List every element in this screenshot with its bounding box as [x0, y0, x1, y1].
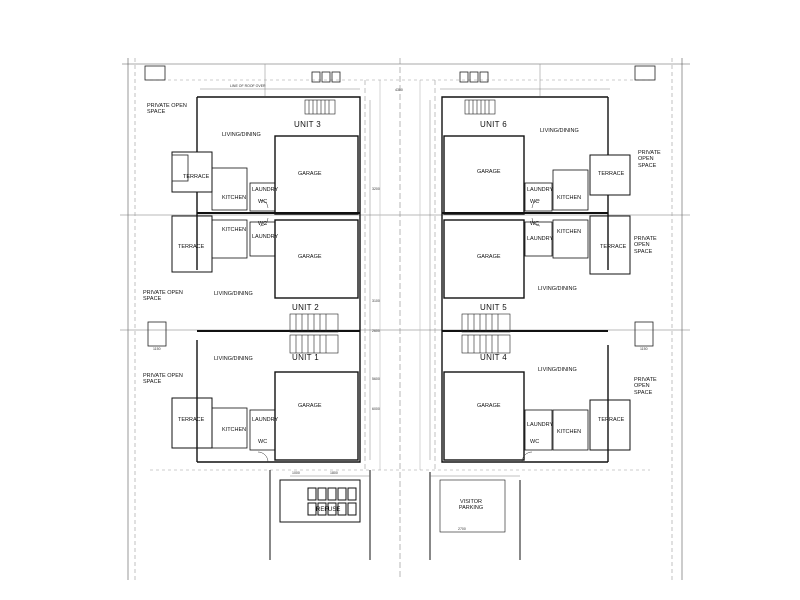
visitor-parking	[429, 472, 521, 560]
garage-label: GARAGE	[298, 403, 322, 409]
laundry-label: LAUNDRY	[252, 187, 279, 193]
garage-unit2	[274, 219, 359, 299]
terrace-label: TERRACE	[178, 417, 205, 423]
garage-label: GARAGE	[477, 169, 501, 175]
unit-2-label: UNIT 2	[292, 303, 319, 312]
terrace-label: TERRACE	[183, 174, 210, 180]
unit-6-label: UNIT 6	[480, 120, 507, 129]
dimension-label: 3100	[372, 299, 380, 303]
dimension-label: 3200	[372, 187, 380, 191]
dimension-label: 6000	[372, 407, 380, 411]
door-swings	[257, 199, 541, 463]
terrace-label: TERRACE	[598, 171, 625, 177]
garage-unit5	[443, 219, 525, 299]
wc-label: WC	[530, 199, 540, 205]
wc-label: WC	[258, 199, 268, 205]
laundry-label: LAUNDRY	[252, 234, 279, 240]
wc-label: WC	[530, 221, 540, 227]
garage-label: GARAGE	[298, 254, 322, 260]
dimension-label: 4300	[395, 88, 403, 92]
living-dining-label: LIVING/DINING	[214, 291, 253, 297]
living-dining-label: LIVING/DINING	[214, 356, 253, 362]
line-of-roof-over-label: LINE OF ROOF OVER	[230, 84, 266, 88]
dimension-label: 1150	[153, 347, 161, 351]
terrace-label: TERRACE	[600, 244, 627, 250]
kitchen-label: KITCHEN	[222, 195, 247, 201]
dimension-label: 1150	[640, 347, 648, 351]
wc-label: WC	[258, 221, 268, 227]
wc-label: WC	[258, 439, 268, 445]
private-open-space-label: PRIVATE OPEN SPACE	[143, 373, 183, 386]
private-open-space-label: PRIVATE OPEN SPACE	[143, 290, 183, 303]
private-open-space-label: PRIVATE OPEN SPACE	[147, 103, 187, 116]
dimension-label: 5600	[372, 377, 380, 381]
private-open-space-label: PRIVATE OPEN SPACE	[638, 150, 661, 169]
left-block-outline	[197, 96, 361, 463]
living-dining-label: LIVING/DINING	[538, 286, 577, 292]
unit-3-label: UNIT 3	[294, 120, 321, 129]
kitchen-label: KITCHEN	[557, 229, 582, 235]
garage-label: GARAGE	[477, 403, 501, 409]
private-open-space-label: PRIVATE OPEN SPACE	[634, 377, 657, 396]
kitchen-label: KITCHEN	[557, 429, 582, 435]
kitchen-label: KITCHEN	[222, 227, 247, 233]
living-dining-label: LIVING/DINING	[540, 128, 579, 134]
dimension-lines	[200, 88, 610, 477]
right-block-outline	[441, 96, 608, 463]
wc-label: WC	[530, 439, 540, 445]
unit-5-label: UNIT 5	[480, 303, 507, 312]
living-dining-label: LIVING/DINING	[538, 367, 577, 373]
dimension-label: 1000	[292, 471, 300, 475]
dimension-label: 2600	[372, 329, 380, 333]
terrace-label: TERRACE	[178, 244, 205, 250]
kitchen-label: KITCHEN	[557, 195, 582, 201]
laundry-label: LAUNDRY	[527, 422, 554, 428]
unit-4-label: UNIT 4	[480, 353, 507, 362]
kitchen-label: KITCHEN	[222, 427, 247, 433]
visitor-parking-label: VISITOR PARKING	[458, 499, 484, 511]
stairs	[289, 99, 511, 354]
laundry-label: LAUNDRY	[527, 236, 554, 242]
refuse-area	[269, 470, 371, 560]
garage-unit4	[443, 371, 525, 461]
dimension-label: 1800	[330, 471, 338, 475]
garage-unit1	[274, 371, 359, 461]
terrace-label: TERRACE	[598, 417, 625, 423]
unit-1-label: UNIT 1	[292, 353, 319, 362]
refuse-label: REFUSE	[316, 507, 341, 513]
living-dining-label: LIVING/DINING	[222, 132, 261, 138]
dimension-label: 2700	[458, 527, 466, 531]
private-open-space-label: PRIVATE OPEN SPACE	[634, 236, 657, 255]
laundry-label: LAUNDRY	[252, 417, 279, 423]
laundry-label: LAUNDRY	[527, 187, 554, 193]
garage-label: GARAGE	[477, 254, 501, 260]
garage-label: GARAGE	[298, 171, 322, 177]
